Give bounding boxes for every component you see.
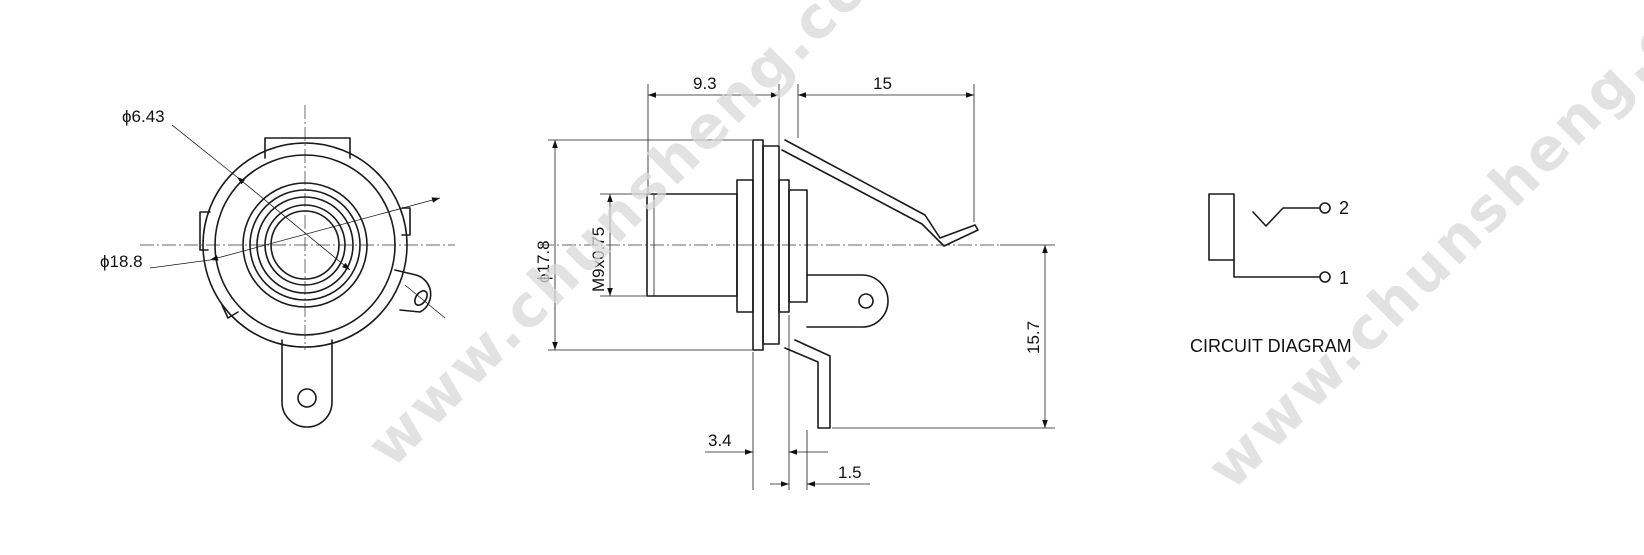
inner-diameter-leader <box>171 124 238 178</box>
circuit-diagram: 2 1 CIRCUIT DIAGRAM <box>1190 193 1352 356</box>
inner-diameter-label: ϕ6.43 <box>122 107 165 126</box>
flange-thickness-label: 3.4 <box>708 431 732 450</box>
watermark-left: www.chunsheng.com <box>354 0 927 480</box>
circuit-pin-1-terminal <box>1319 271 1331 283</box>
watermark-right: www.chunsheng.com <box>1194 0 1644 502</box>
tab-offset-label: 1.5 <box>838 463 862 482</box>
flange-diameter-label: ϕ17.8 <box>534 240 553 283</box>
spring-length-label: 15 <box>873 74 892 93</box>
circuit-pin-2-label: 2 <box>1339 198 1349 218</box>
front-view: ϕ6.43 ϕ18.8 <box>100 105 455 428</box>
side-solder-lug <box>806 274 889 328</box>
front-lower-lug <box>281 339 333 428</box>
side-view: 9.3 15 ϕ17.8 M9x0.75 15.7 3.4 1.5 <box>534 74 1055 490</box>
terminal-height-label: 15.7 <box>1024 321 1043 354</box>
outer-diameter-dimension <box>209 197 441 261</box>
circuit-diagram-title: CIRCUIT DIAGRAM <box>1190 336 1352 356</box>
side-solder-lug-hole <box>858 293 874 309</box>
circuit-switch-contact <box>1252 207 1321 227</box>
side-spring-arm <box>781 139 979 247</box>
circuit-ground-wire <box>1233 259 1321 278</box>
side-rear-cap <box>788 189 808 303</box>
side-bottom-terminal <box>784 339 831 429</box>
front-right-lug <box>394 269 432 313</box>
bushing-length-label: 9.3 <box>693 74 717 93</box>
front-top-tab <box>264 137 351 159</box>
front-left-tab <box>199 211 211 251</box>
side-rear-body <box>778 179 790 313</box>
outer-diameter-label: ϕ18.8 <box>100 252 143 271</box>
front-bottom-left-tab <box>221 304 239 319</box>
front-extension-line <box>404 284 446 319</box>
side-nut <box>736 179 754 313</box>
thread-label: M9x0.75 <box>589 227 608 292</box>
front-lower-lug-hole <box>297 388 317 408</box>
circuit-pin-2-terminal <box>1319 202 1331 214</box>
circuit-sleeve-contact <box>1208 193 1235 261</box>
circuit-pin-1-label: 1 <box>1339 268 1349 288</box>
outer-diameter-leader <box>149 259 211 269</box>
